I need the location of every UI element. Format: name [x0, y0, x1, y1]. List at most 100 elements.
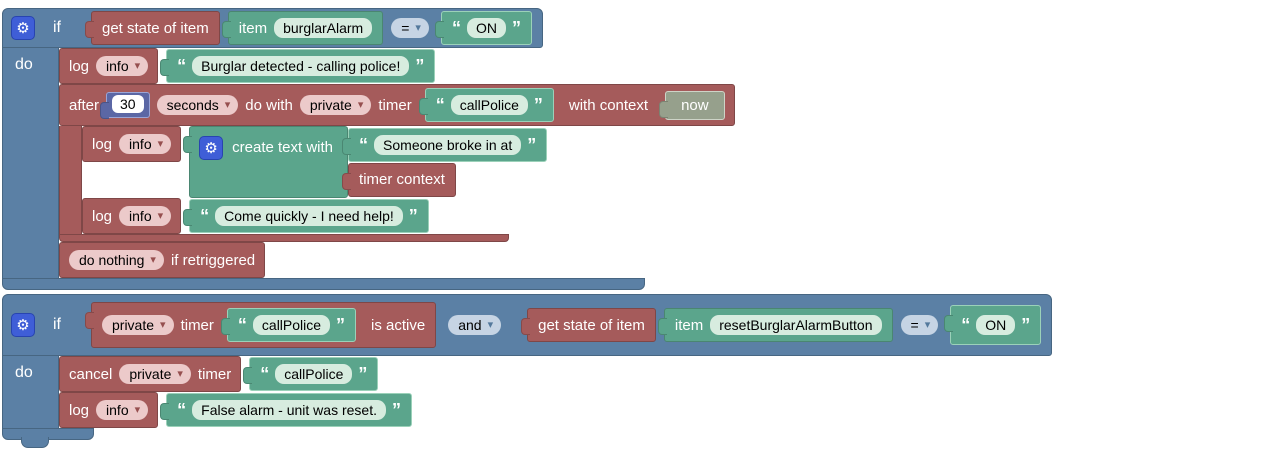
- item-label: item: [238, 19, 268, 37]
- string-block[interactable]: “ callPolice ”: [243, 357, 379, 391]
- gear-icon[interactable]: ⚙: [11, 16, 35, 40]
- do-label: do: [15, 56, 33, 73]
- timer-is-active-block[interactable]: private ▾ timer “ callPolice ” is active: [84, 302, 437, 348]
- cancel-timer-block[interactable]: cancel private ▾ timer: [59, 356, 242, 392]
- retrigger-dropdown[interactable]: do nothing ▾: [69, 250, 164, 270]
- operator-value: =: [401, 20, 410, 36]
- now-label: now: [681, 96, 709, 114]
- if-block-header[interactable]: ⚙ if private ▾ timer “ callPolice ” is a…: [2, 294, 1053, 356]
- log-label: log: [69, 57, 90, 75]
- string-block[interactable]: “ Burglar detected - calling police! ”: [160, 49, 436, 83]
- string-value-field[interactable]: Someone broke in at: [374, 134, 522, 155]
- chevron-down-icon: ▾: [415, 21, 421, 34]
- string-block[interactable]: “ False alarm - unit was reset. ”: [160, 393, 412, 427]
- close-quote-icon: ”: [533, 95, 543, 115]
- chevron-down-icon: ▾: [224, 98, 231, 111]
- rule-block-burglar-alarm: ⚙ if get state of item item burglarAlarm…: [2, 8, 735, 290]
- get-state-of-item-block[interactable]: get state of item: [85, 11, 220, 45]
- log-block[interactable]: log info ▾: [82, 198, 182, 234]
- string-block[interactable]: “ ON ”: [434, 11, 532, 45]
- timer-name-field[interactable]: callPolice: [450, 95, 528, 115]
- operator-value: =: [910, 317, 919, 333]
- item-name-field[interactable]: resetBurglarAlarmButton: [710, 315, 882, 335]
- open-quote-icon: “: [177, 400, 187, 420]
- if-label: if: [53, 19, 61, 36]
- log-level-dropdown[interactable]: info ▾: [96, 56, 149, 76]
- timer-context-block[interactable]: timer context: [342, 162, 456, 197]
- retrigger-option-value: do nothing: [79, 252, 145, 268]
- string-value-field[interactable]: False alarm - unit was reset.: [192, 400, 386, 420]
- time-unit-dropdown[interactable]: seconds ▾: [156, 95, 239, 115]
- item-name-field[interactable]: burglarAlarm: [274, 18, 373, 38]
- log-level-value: info: [129, 136, 152, 152]
- get-state-of-item-block[interactable]: get state of item: [521, 308, 656, 342]
- chevron-down-icon: ▾: [924, 318, 931, 331]
- create-text-block[interactable]: ⚙ create text with: [183, 126, 349, 198]
- chevron-down-icon: ▾: [357, 98, 364, 111]
- gear-icon[interactable]: ⚙: [199, 136, 224, 160]
- next-connection-tab: [21, 437, 49, 448]
- open-quote-icon: “: [260, 364, 270, 384]
- if-block-foot: [2, 278, 645, 290]
- timer-scope-value: private: [129, 366, 172, 382]
- timer-scope-dropdown[interactable]: private ▾: [102, 315, 174, 335]
- cancel-timer-statement: cancel private ▾ timer “ callPolice ”: [59, 356, 379, 392]
- log-statement: log info ▾ “ False alarm - unit was rese…: [59, 392, 412, 428]
- log-level-dropdown[interactable]: info ▾: [96, 400, 149, 420]
- log-level-value: info: [129, 208, 152, 224]
- gear-icon[interactable]: ⚙: [11, 313, 35, 337]
- timer-label: timer: [197, 365, 232, 383]
- logic-operator-value: and: [458, 317, 482, 333]
- log-level-value: info: [106, 402, 129, 418]
- logic-operator-dropdown[interactable]: and ▾: [448, 315, 502, 335]
- timer-name-field[interactable]: callPolice: [275, 364, 353, 384]
- after-timer-block[interactable]: after 30 seconds ▾ do with private ▾ tim…: [59, 84, 735, 126]
- item-block[interactable]: item resetBurglarAlarmButton: [657, 308, 893, 342]
- now-block[interactable]: now: [659, 90, 725, 120]
- operator-dropdown[interactable]: = ▾: [391, 18, 429, 38]
- operator-dropdown[interactable]: = ▾: [900, 315, 939, 335]
- chevron-down-icon: ▾: [487, 318, 494, 331]
- retrigger-label: if retriggered: [170, 251, 256, 269]
- item-block[interactable]: item burglarAlarm: [221, 11, 384, 45]
- timer-label: timer: [378, 96, 412, 114]
- log-block[interactable]: log info ▾: [59, 48, 159, 84]
- number-block[interactable]: 30: [100, 92, 150, 119]
- create-text-label: create text with: [232, 139, 334, 156]
- chevron-down-icon: ▾: [134, 59, 141, 72]
- chevron-down-icon: ▾: [150, 253, 156, 266]
- log-block[interactable]: log info ▾: [82, 126, 182, 162]
- log-level-dropdown[interactable]: info ▾: [119, 134, 172, 154]
- string-block[interactable]: “ Come quickly - I need help! ”: [183, 199, 429, 233]
- open-quote-icon: “: [177, 56, 187, 76]
- log-level-dropdown[interactable]: info ▾: [119, 206, 172, 226]
- string-block[interactable]: “ callPolice ”: [220, 308, 357, 342]
- timer-scope-dropdown[interactable]: private ▾: [299, 95, 372, 115]
- is-active-label: is active: [371, 316, 426, 334]
- close-quote-icon: ”: [358, 364, 368, 384]
- close-quote-icon: ”: [336, 315, 346, 335]
- after-block-foot: [59, 234, 509, 242]
- string-value-field[interactable]: ON: [466, 18, 506, 38]
- string-block[interactable]: “ Someone broke in at ”: [342, 127, 548, 162]
- delay-field[interactable]: 30: [112, 95, 144, 113]
- log-block[interactable]: log info ▾: [59, 392, 159, 428]
- string-value-field[interactable]: ON: [976, 315, 1016, 335]
- timer-name-field[interactable]: callPolice: [252, 315, 331, 335]
- item-label: item: [674, 316, 704, 334]
- log-label: log: [92, 135, 113, 153]
- string-block[interactable]: “ ON ”: [944, 305, 1042, 345]
- do-section-spine: do: [2, 356, 59, 428]
- get-state-label: get state of item: [102, 19, 209, 37]
- string-block[interactable]: “ callPolice ”: [418, 88, 554, 122]
- string-value-field[interactable]: Burglar detected - calling police!: [192, 56, 410, 76]
- open-quote-icon: “: [237, 315, 247, 335]
- if-block-header[interactable]: ⚙ if get state of item item burglarAlarm…: [2, 8, 543, 48]
- log-statement: log info ▾ “ Burglar detected - calling …: [59, 48, 436, 84]
- log-label: log: [69, 401, 90, 419]
- after-timer-statement: after 30 seconds ▾ do with private ▾ tim…: [59, 84, 735, 242]
- string-value-field[interactable]: Come quickly - I need help!: [215, 206, 403, 226]
- close-quote-icon: ”: [408, 206, 418, 226]
- retrigger-block[interactable]: do nothing ▾ if retriggered: [59, 242, 266, 278]
- timer-scope-dropdown[interactable]: private ▾: [119, 364, 191, 384]
